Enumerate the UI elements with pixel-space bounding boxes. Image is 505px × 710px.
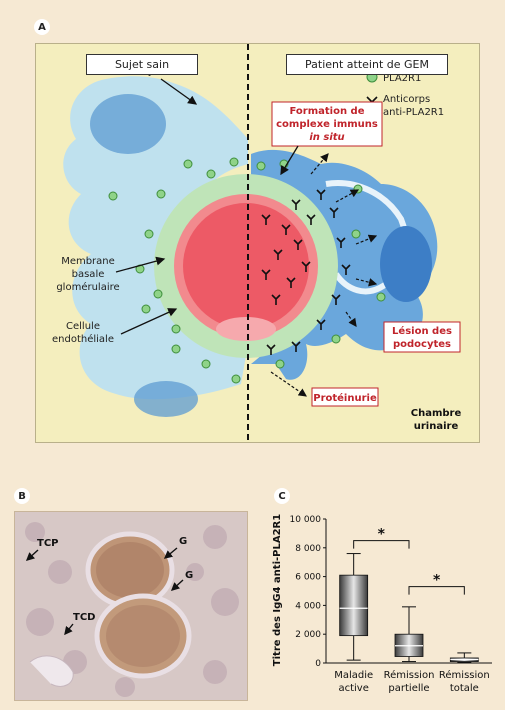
- legend-antibody-line2: anti-PLA2R1: [383, 107, 444, 118]
- formation-line3: in situ: [309, 132, 344, 143]
- box-2: [394, 606, 424, 663]
- panel-b-histology: TCP G G TCD: [14, 511, 248, 701]
- formation-line2: complexe immuns: [276, 119, 378, 130]
- panel-c-letter: C: [274, 488, 290, 504]
- glomerulus-diagram: PLA2R1 Anticorps anti-PLA2R1 Podocyte Fo…: [52, 44, 462, 442]
- panel-a-letter: A: [34, 19, 50, 35]
- y-tick-label: 10 000: [290, 515, 322, 525]
- lesion-line1: Lésion des: [392, 325, 452, 337]
- y-axis-label: Titre des IgG4 anti-PLA2R1: [272, 514, 283, 666]
- panel-b-letter: B: [14, 488, 30, 504]
- box-1: [339, 553, 369, 661]
- tcd-label: TCD: [73, 612, 95, 623]
- cellule-line1: Cellule: [66, 321, 100, 332]
- category-label-line1: Rémission: [384, 669, 435, 681]
- formation-line1: Formation de: [289, 106, 364, 117]
- membrane-line1: Membrane: [61, 256, 115, 267]
- y-tick-label: 8 000: [295, 544, 321, 554]
- legend-antibody-line1: Anticorps: [383, 94, 430, 105]
- y-tick-label: 4 000: [295, 601, 321, 611]
- anti-pla2r1-antibodies: [261, 189, 351, 355]
- legend-pla2r1-label: PLA2R1: [383, 73, 421, 84]
- proteinuria-box: [311, 387, 379, 407]
- lesion-box: [383, 321, 461, 353]
- cellule-line2: endothéliale: [52, 333, 114, 345]
- leak-arrows: [270, 153, 378, 397]
- significance-star-2: *: [433, 573, 441, 589]
- category-label-line2: active: [338, 683, 368, 694]
- g2-label: G: [185, 570, 193, 581]
- proteinuria-label: Protéinurie: [313, 392, 377, 404]
- panel-c-chart: Titre des IgG4 anti-PLA2R1 0 2 000 4 000 6 …: [270, 505, 502, 709]
- category-label-line2: totale: [450, 683, 479, 694]
- chambre-line2: urinaire: [414, 421, 459, 432]
- box-iqr: [339, 574, 369, 637]
- category-label-line1: Rémission: [439, 669, 490, 681]
- box-3: [449, 652, 479, 663]
- chambre-line1: Chambre: [411, 408, 462, 419]
- significance-bracket-1: [353, 540, 410, 549]
- pla2r1-antigens: [108, 157, 386, 384]
- y-tick-label: 2 000: [295, 630, 321, 640]
- g1-label: G: [179, 536, 187, 547]
- membrane-line3: glomérulaire: [56, 281, 119, 293]
- category-label-line2: partielle: [388, 683, 429, 694]
- membrane-line2: basale: [72, 269, 105, 280]
- boxplot-chart: Titre des IgG4 anti-PLA2R1 0 2 000 4 000 6 …: [272, 514, 492, 694]
- panel-a-diagram: Sujet sain Patient atteint de GEM: [35, 43, 480, 443]
- y-tick-label: 6 000: [295, 573, 321, 583]
- gem-patient-header: Patient atteint de GEM: [286, 54, 448, 75]
- significance-star-1: *: [378, 527, 386, 543]
- immune-complex-box: [271, 101, 383, 147]
- tcp-label: TCP: [37, 538, 59, 549]
- lesion-line2: podocytes: [393, 339, 451, 350]
- healthy-subject-header: Sujet sain: [86, 54, 198, 75]
- category-label-line1: Maladie: [334, 670, 373, 681]
- significance-bracket-2: [408, 586, 465, 595]
- healthy-podocyte-shape: [63, 76, 249, 417]
- histology-image: TCP G G TCD: [15, 512, 247, 700]
- y-tick-label: 0: [315, 659, 321, 669]
